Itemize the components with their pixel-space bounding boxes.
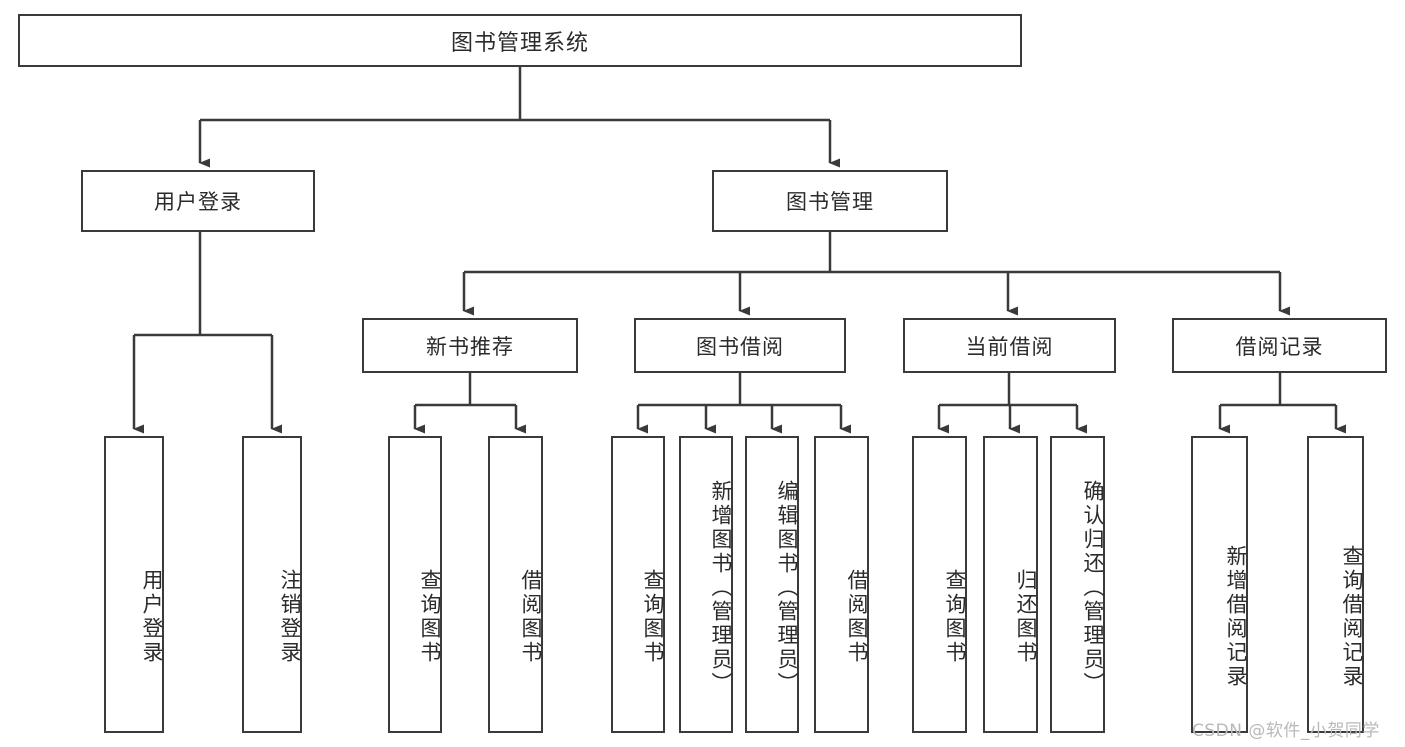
leaf-logout-login[interactable]: 注销登录 [242, 436, 302, 733]
node-new-book-recommend[interactable]: 新书推荐 [362, 318, 578, 373]
node-borrow-record[interactable]: 借阅记录 [1172, 318, 1387, 373]
leaf-borrow-book-newbook[interactable]: 借阅图书 [488, 436, 543, 733]
leaf-query-book-current[interactable]: 查询图书 [912, 436, 967, 733]
node-new-book-recommend-label: 新书推荐 [426, 334, 514, 359]
leaf-return-book[interactable]: 归还图书 [983, 436, 1038, 733]
node-borrow-record-label: 借阅记录 [1235, 334, 1324, 359]
leaf-query-book-borrow[interactable]: 查询图书 [611, 436, 665, 733]
leaf-user-login[interactable]: 用户登录 [104, 436, 164, 733]
leaf-query-book-current-label: 查询图书 [943, 568, 967, 665]
leaf-return-book-label: 归还图书 [1014, 568, 1038, 665]
node-current-borrow[interactable]: 当前借阅 [903, 318, 1116, 373]
node-book-borrow[interactable]: 图书借阅 [634, 318, 846, 373]
leaf-add-borrow-record-label: 新增借阅记录 [1224, 544, 1248, 689]
leaf-query-borrow-record[interactable]: 查询借阅记录 [1307, 436, 1364, 733]
node-user-login[interactable]: 用户登录 [81, 170, 315, 232]
node-root-label: 图书管理系统 [450, 30, 589, 56]
node-root[interactable]: 图书管理系统 [18, 14, 1022, 67]
leaf-query-book-newbook[interactable]: 查询图书 [388, 436, 442, 733]
leaf-borrow-book-borrow-label: 借阅图书 [845, 568, 869, 665]
leaf-logout-login-label: 注销登录 [278, 568, 302, 665]
node-book-manage[interactable]: 图书管理 [712, 170, 948, 232]
leaf-query-borrow-record-label: 查询借阅记录 [1340, 544, 1364, 689]
leaf-add-book-admin-label: 新增图书（管理员） [709, 479, 733, 696]
node-user-login-label: 用户登录 [154, 190, 242, 214]
leaf-user-login-label: 用户登录 [140, 568, 164, 665]
watermark: CSDN @软件_小贺同学 [1192, 721, 1380, 741]
leaf-borrow-book-borrow[interactable]: 借阅图书 [814, 436, 869, 733]
leaf-edit-book-admin-label: 编辑图书（管理员） [775, 479, 799, 696]
leaf-add-book-admin[interactable]: 新增图书（管理员） [679, 436, 733, 733]
leaf-query-book-newbook-label: 查询图书 [418, 568, 442, 665]
leaf-borrow-book-newbook-label: 借阅图书 [519, 568, 543, 665]
leaf-confirm-return-admin[interactable]: 确认归还（管理员） [1050, 436, 1105, 733]
node-book-borrow-label: 图书借阅 [696, 334, 784, 359]
leaf-add-borrow-record[interactable]: 新增借阅记录 [1191, 436, 1248, 733]
node-book-manage-label: 图书管理 [786, 190, 874, 214]
leaf-confirm-return-admin-label: 确认归还（管理员） [1081, 479, 1105, 696]
leaf-query-book-borrow-label: 查询图书 [641, 568, 665, 665]
node-current-borrow-label: 当前借阅 [965, 334, 1054, 359]
leaf-edit-book-admin[interactable]: 编辑图书（管理员） [745, 436, 799, 733]
